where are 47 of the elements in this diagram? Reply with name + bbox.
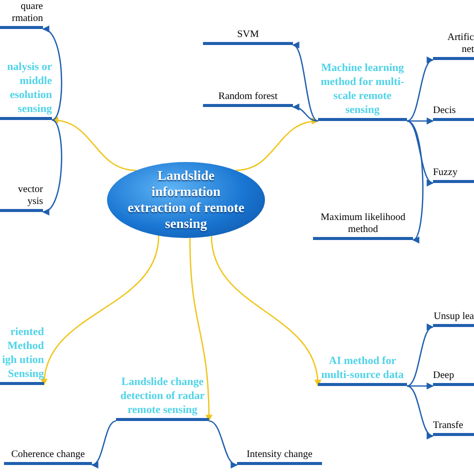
branch-label: SVM bbox=[236, 29, 260, 41]
branch-underline bbox=[237, 448, 322, 465]
connector-arrow bbox=[406, 59, 434, 122]
topic-title: Landslide information extraction of remote sensing bbox=[126, 168, 246, 232]
connector-arrow bbox=[292, 44, 318, 122]
branch-underline bbox=[433, 420, 474, 436]
connector-arrow bbox=[42, 119, 62, 214]
branch-label: Coherence change bbox=[10, 449, 86, 461]
branch-heading: AI method for multi-source data bbox=[320, 354, 405, 382]
branch-heading: nalysis or middle esolution sensing bbox=[6, 60, 52, 116]
branch-underline bbox=[0, 185, 43, 212]
connector-arrow bbox=[42, 28, 62, 121]
connector-arrow bbox=[91, 420, 116, 466]
connector-arrow bbox=[406, 120, 434, 184]
branch-label: Deep bbox=[433, 370, 456, 382]
branch-heading: Landslide change detection of radar remote sensing bbox=[119, 375, 206, 417]
branch-underline bbox=[433, 105, 474, 121]
branch-underline bbox=[433, 167, 474, 183]
connector-arrow bbox=[407, 118, 434, 124]
branch-label: vector ysis bbox=[17, 184, 43, 208]
branch-underline bbox=[0, 2, 43, 29]
connector-arrow bbox=[235, 118, 319, 172]
connector-arrow bbox=[406, 385, 434, 438]
branch-underline bbox=[203, 91, 293, 107]
connector-arrow bbox=[189, 238, 212, 422]
branch-underline bbox=[313, 212, 413, 240]
connector-arrow bbox=[208, 420, 238, 467]
branch-underline bbox=[433, 34, 474, 60]
connector-arrow bbox=[406, 326, 434, 387]
connector-arrow bbox=[292, 104, 318, 122]
branch-underline bbox=[4, 448, 92, 465]
connector-arrow bbox=[407, 382, 434, 390]
branch-label: Fuzzy bbox=[433, 167, 458, 179]
branch-label: quare rmation bbox=[10, 1, 43, 25]
branch-label: Transfe bbox=[433, 420, 464, 432]
connector-arrow bbox=[41, 236, 160, 386]
branch-label: Maximum likelihood method bbox=[320, 212, 406, 236]
branch-label: Unsup lea bbox=[433, 311, 474, 323]
branch-label: Decis bbox=[433, 105, 457, 117]
branch-label: Random forest bbox=[217, 91, 279, 103]
branch-heading: Machine learning method for multi-scale remote sensing bbox=[320, 61, 406, 117]
branch-heading: riented Method igh ution Sensing bbox=[1, 325, 44, 381]
branch-underline bbox=[433, 370, 474, 386]
branch-label: Intensity change bbox=[246, 449, 314, 461]
branch-label: Artific net bbox=[446, 32, 474, 56]
branch-underline bbox=[203, 29, 293, 45]
connector-arrow bbox=[210, 236, 321, 387]
